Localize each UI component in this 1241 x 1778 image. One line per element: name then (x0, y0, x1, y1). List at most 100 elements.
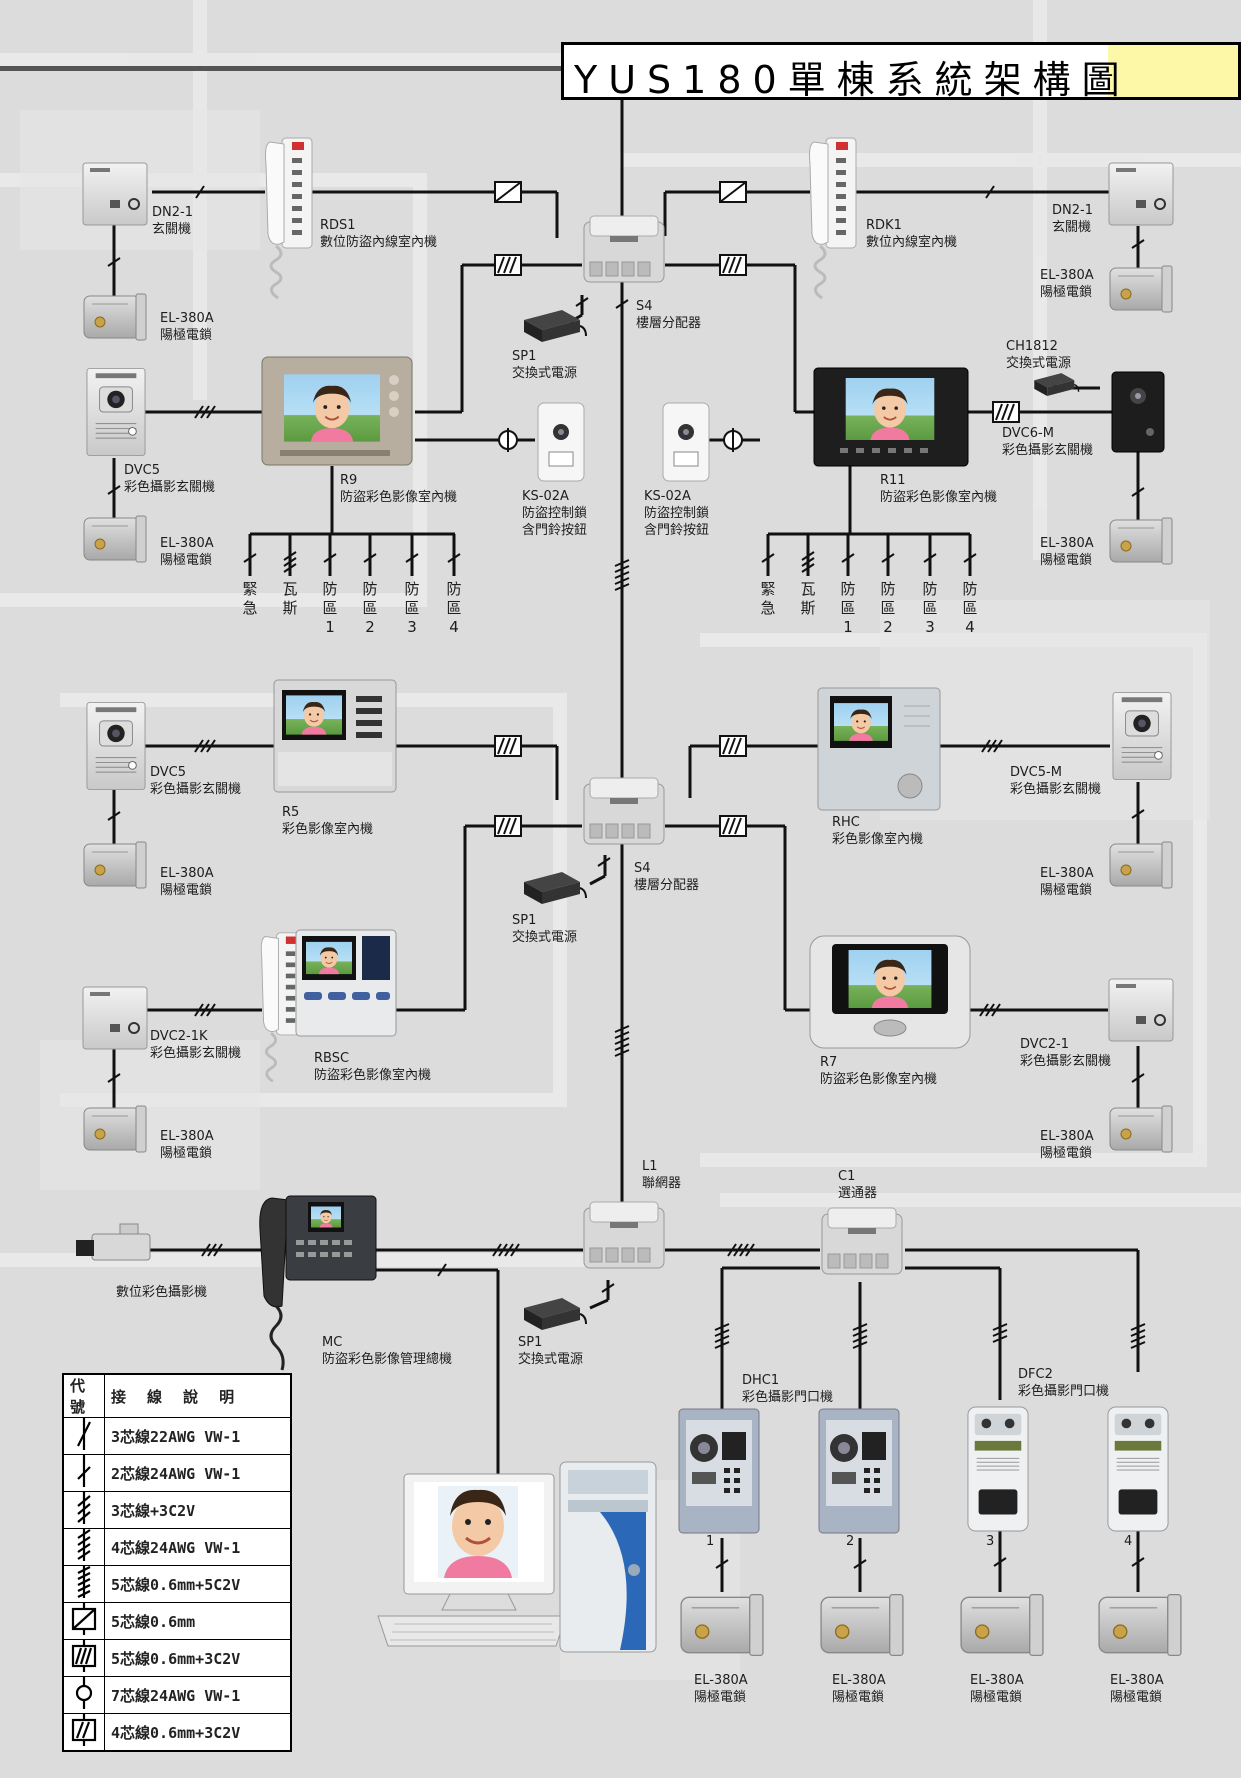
alarm-zone-label: 緊急 (760, 580, 776, 617)
cable-symbol-icon (62, 1528, 105, 1566)
legend-header: 代號 接 線 說 明 (62, 1373, 292, 1418)
el380a-lock (1098, 1593, 1182, 1657)
cable-symbol-icon (62, 1602, 105, 1640)
door-number: 2 (846, 1534, 855, 1549)
el380a-lock (1109, 265, 1173, 313)
r5-monitor (273, 679, 397, 793)
legend-description: 2芯線24AWG VW-1 (104, 1454, 292, 1492)
cable-symbol-icon (62, 1417, 105, 1455)
title-accent (1108, 45, 1238, 97)
legend-row: 7芯線24AWG VW-1 (62, 1676, 292, 1714)
ks02a-lock-right (662, 402, 710, 482)
cable-symbol-icon (62, 1713, 105, 1752)
c1-selector (821, 1207, 903, 1275)
alarm-zone-label: 瓦斯 (800, 580, 816, 617)
el380a-lock (1109, 1105, 1173, 1153)
r11-monitor (813, 367, 969, 467)
title-box: YUS180單棟系統架構圖 (561, 42, 1241, 102)
s4-distributor-top (583, 215, 665, 283)
legend-description: 4芯線0.6mm+3C2V (104, 1713, 292, 1752)
legend-description: 5芯線0.6mm (104, 1602, 292, 1640)
rds1-handset (264, 136, 314, 300)
dvc6m-door-camera (1111, 371, 1165, 453)
legend-row: 3芯線22AWG VW-1 (62, 1417, 292, 1455)
door-number: 3 (986, 1534, 995, 1549)
sp1-power-supply (523, 309, 587, 343)
legend-description: 5芯線0.6mm+3C2V (104, 1639, 292, 1677)
el380a-lock (680, 1593, 764, 1657)
dvc21-door-camera (1108, 978, 1174, 1042)
legend-description: 5芯線0.6mm+5C2V (104, 1565, 292, 1603)
rhc-monitor (817, 687, 941, 811)
l1-network-unit (583, 1201, 665, 1269)
cable-symbol-icon (62, 1676, 105, 1714)
cable-symbol-icon (62, 1565, 105, 1603)
el380a-lock (83, 841, 147, 889)
digital-camera (76, 1223, 151, 1261)
legend-description: 4芯線24AWG VW-1 (104, 1528, 292, 1566)
dfc2-entrance-unit-3 (967, 1406, 1029, 1532)
cable-symbol-icon (62, 1491, 105, 1529)
el380a-lock (83, 1105, 147, 1153)
dvc5m-door-camera (1112, 691, 1172, 781)
legend-row: 5芯線0.6mm+5C2V (62, 1565, 292, 1603)
dvc5-door-camera (86, 367, 146, 457)
alarm-zone-label: 瓦斯 (282, 580, 298, 617)
legend-description: 3芯線22AWG VW-1 (104, 1417, 292, 1455)
door-number: 1 (706, 1534, 715, 1549)
cable-markers (107, 181, 1146, 1569)
page-title: YUS180單棟系統架構圖 (574, 58, 1131, 102)
legend-row: 4芯線24AWG VW-1 (62, 1528, 292, 1566)
el380a-lock (83, 515, 147, 563)
alarm-zone-label: 緊急 (242, 580, 258, 617)
el380a-lock (820, 1593, 904, 1657)
rbsc-monitor (259, 929, 397, 1083)
dvc21k-door-camera (82, 986, 148, 1050)
legend-row: 3芯線+3C2V (62, 1491, 292, 1529)
s4-distributor-mid (583, 777, 665, 845)
dvc5-door-camera (86, 701, 146, 791)
legend-code-header: 代號 (62, 1373, 105, 1418)
legend-row: 2芯線24AWG VW-1 (62, 1454, 292, 1492)
legend-desc-header: 接 線 說 明 (104, 1373, 292, 1418)
legend-description: 7芯線24AWG VW-1 (104, 1676, 292, 1714)
rdk1-handset (808, 136, 858, 300)
dhc1-entrance-unit-1 (678, 1408, 760, 1534)
label-camera: 數位彩色攝影機 (116, 1285, 208, 1300)
dn2-door-unit-left (82, 162, 148, 226)
